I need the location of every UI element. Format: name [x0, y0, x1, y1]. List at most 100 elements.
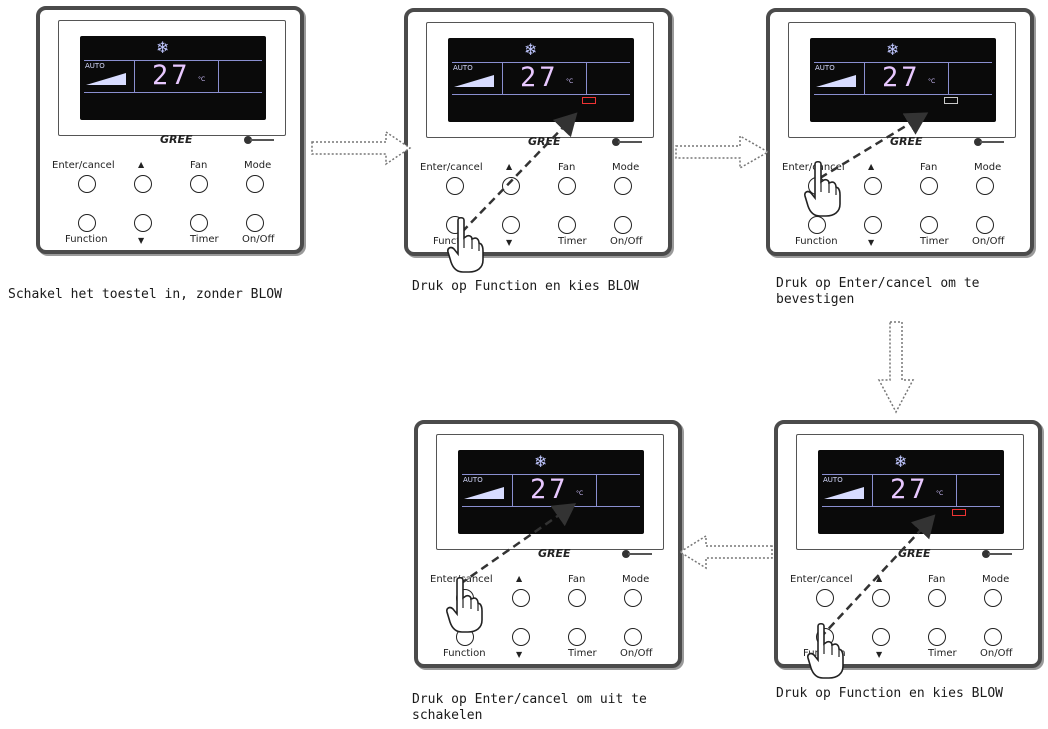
temperature-unit: °C	[576, 490, 584, 497]
lcd-display: ❄ AUTO 27 °C	[80, 36, 266, 120]
up-button[interactable]	[502, 177, 520, 195]
fan-button[interactable]	[928, 589, 946, 607]
down-button[interactable]	[864, 216, 882, 234]
up-button[interactable]	[512, 589, 530, 607]
mode-label: AUTO	[453, 64, 473, 72]
arrow-down-icon	[877, 321, 915, 414]
on-off-label: On/Off	[980, 648, 1013, 659]
enter-cancel-label: Enter/cancel	[790, 574, 853, 585]
mode-button[interactable]	[246, 175, 264, 193]
mode-label-button: Mode	[622, 574, 650, 585]
timer-button[interactable]	[920, 216, 938, 234]
timer-button[interactable]	[928, 628, 946, 646]
function-button[interactable]	[78, 214, 96, 232]
fan-speed-icon	[816, 75, 856, 87]
gree-logo: GREE	[538, 547, 571, 560]
fan-speed-icon	[454, 75, 494, 87]
fan-label: Fan	[568, 574, 586, 585]
lcd-divider	[948, 62, 949, 94]
arrow-right-icon	[311, 130, 412, 166]
enter-cancel-label: Enter/cancel	[52, 160, 115, 171]
temperature-value: 27	[882, 62, 921, 93]
on-off-button[interactable]	[624, 628, 642, 646]
lcd-display: ❄ AUTO 27 °C	[448, 38, 634, 122]
up-arrow-label: ▲	[868, 162, 875, 171]
enter-cancel-button[interactable]	[446, 177, 464, 195]
enter-cancel-label: Enter/cancel	[782, 162, 845, 173]
logo-divider	[250, 139, 274, 141]
step-5-caption: Druk op Enter/cancel om uit te schakelen	[412, 692, 647, 723]
gree-logo: GREE	[898, 547, 931, 560]
fan-label: Fan	[920, 162, 938, 173]
function-button[interactable]	[808, 216, 826, 234]
fan-label: Fan	[190, 160, 208, 171]
logo-divider	[988, 553, 1012, 555]
on-off-button[interactable]	[614, 216, 632, 234]
step-2-caption: Druk op Function en kies BLOW	[412, 279, 639, 294]
timer-button[interactable]	[568, 628, 586, 646]
lcd-divider	[134, 60, 135, 92]
up-arrow-label: ▲	[506, 162, 513, 171]
down-button[interactable]	[502, 216, 520, 234]
down-arrow-label: ▼	[506, 238, 513, 247]
fan-button[interactable]	[558, 177, 576, 195]
lcd-divider	[84, 60, 262, 61]
down-arrow-label: ▼	[868, 238, 875, 247]
enter-cancel-button[interactable]	[816, 589, 834, 607]
fan-speed-icon	[86, 73, 126, 85]
remote-controller-panel-step-1: ❄ AUTO 27 °C GREE Enter/cancel ▲ Fan Mod…	[36, 6, 304, 254]
up-arrow-label: ▲	[138, 160, 145, 169]
mode-button[interactable]	[614, 177, 632, 195]
up-button[interactable]	[134, 175, 152, 193]
on-off-label: On/Off	[610, 236, 643, 247]
fan-speed-icon	[824, 487, 864, 499]
lcd-divider	[596, 474, 597, 506]
enter-cancel-label: Enter/cancel	[420, 162, 483, 173]
mode-label: AUTO	[463, 476, 483, 484]
down-button[interactable]	[134, 214, 152, 232]
up-button[interactable]	[864, 177, 882, 195]
function-label: Function	[433, 236, 476, 247]
on-off-label: On/Off	[242, 234, 275, 245]
on-off-button[interactable]	[984, 628, 1002, 646]
display-frame: ❄ AUTO 27 °C	[796, 434, 1024, 550]
timer-button[interactable]	[558, 216, 576, 234]
timer-button[interactable]	[190, 214, 208, 232]
lcd-divider	[502, 62, 503, 94]
on-off-button[interactable]	[246, 214, 264, 232]
enter-cancel-button[interactable]	[78, 175, 96, 193]
lcd-display: ❄ AUTO 27 °C	[818, 450, 1004, 534]
lcd-divider	[586, 62, 587, 94]
function-label: Function	[443, 648, 486, 659]
timer-label: Timer	[190, 234, 219, 245]
display-frame: ❄ AUTO 27 °C	[426, 22, 654, 138]
down-button[interactable]	[872, 628, 890, 646]
logo-divider	[628, 553, 652, 555]
mode-button[interactable]	[976, 177, 994, 195]
up-arrow-label: ▲	[876, 574, 883, 583]
logo-divider	[980, 141, 1004, 143]
step-3-caption: Druk op Enter/cancel om te bevestigen	[776, 276, 980, 307]
down-arrow-label: ▼	[516, 650, 523, 659]
step-1-caption: Schakel het toestel in, zonder BLOW	[8, 287, 282, 302]
fan-label: Fan	[928, 574, 946, 585]
on-off-button[interactable]	[976, 216, 994, 234]
lcd-divider	[218, 60, 219, 92]
pointing-hand-icon	[446, 576, 483, 633]
mode-button[interactable]	[984, 589, 1002, 607]
fan-button[interactable]	[190, 175, 208, 193]
mode-button[interactable]	[624, 589, 642, 607]
fan-button[interactable]	[920, 177, 938, 195]
blow-indicator	[582, 97, 596, 104]
lcd-divider	[872, 474, 873, 506]
mode-label: AUTO	[85, 62, 105, 70]
down-button[interactable]	[512, 628, 530, 646]
indicator-led	[982, 550, 990, 558]
temperature-unit: °C	[566, 78, 574, 85]
down-arrow-label: ▼	[876, 650, 883, 659]
step-4-caption: Druk op Function en kies BLOW	[776, 686, 1003, 701]
lcd-divider	[814, 62, 992, 63]
fan-button[interactable]	[568, 589, 586, 607]
up-button[interactable]	[872, 589, 890, 607]
function-label: Function	[795, 236, 838, 247]
